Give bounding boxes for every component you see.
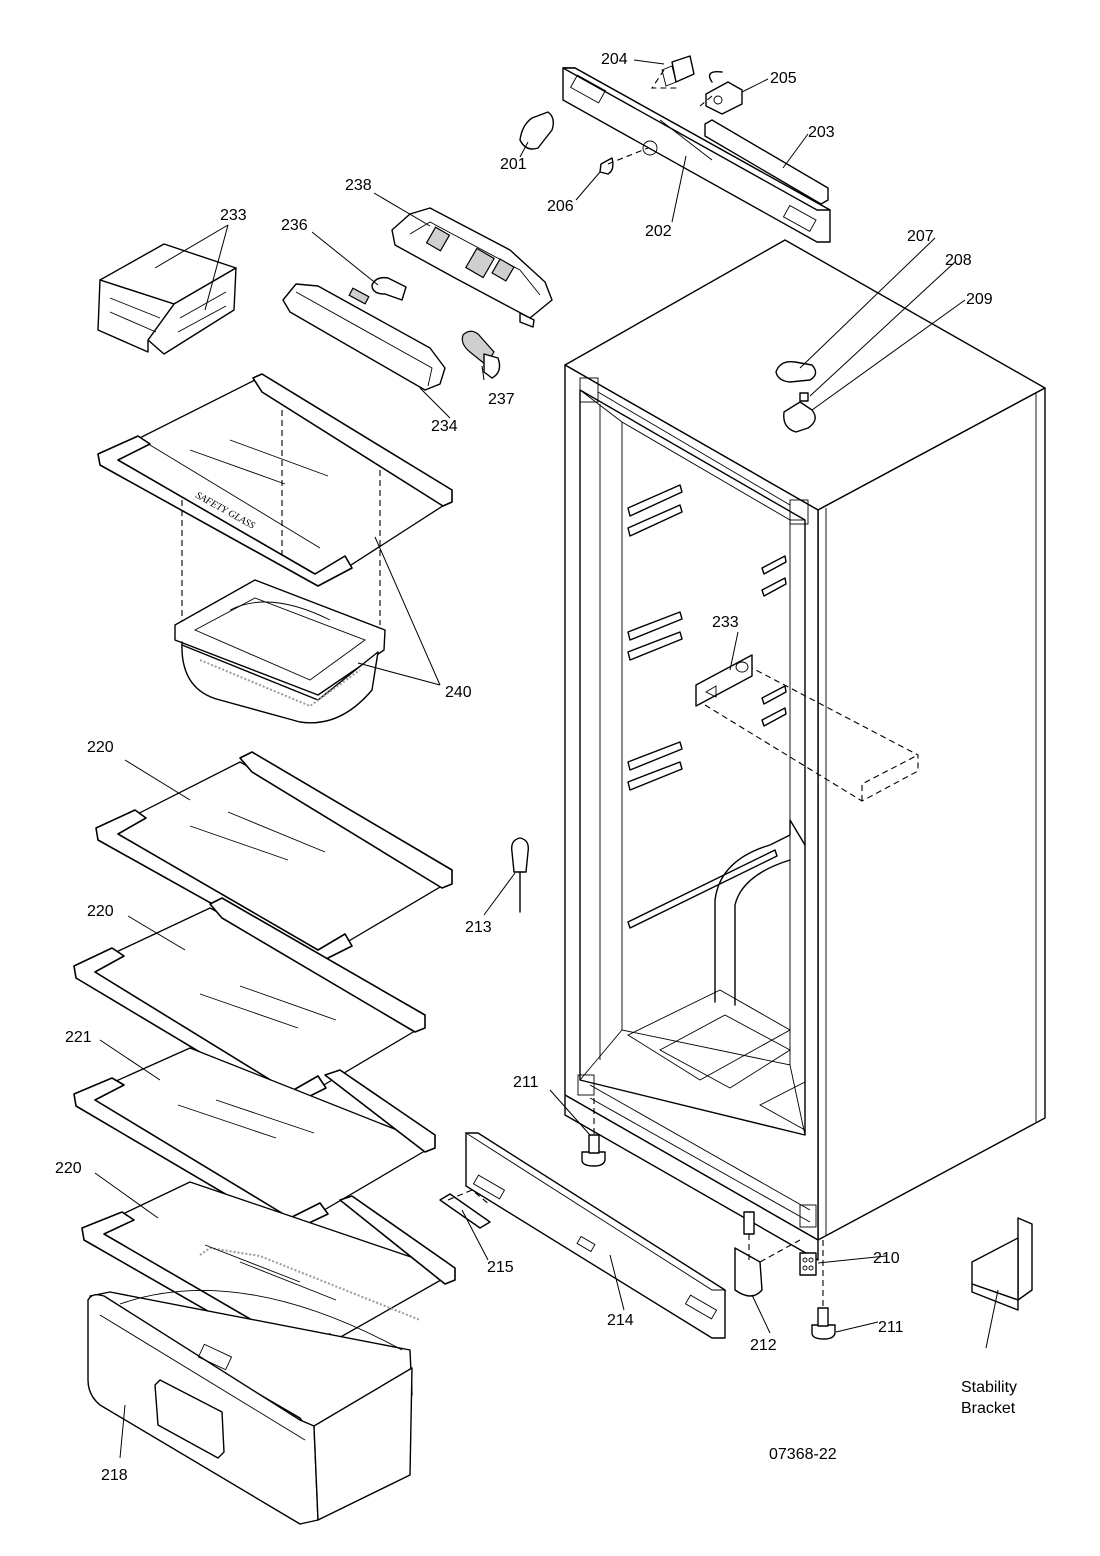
refrigerator-cabinet xyxy=(564,239,1046,1261)
callout-215: 215 xyxy=(487,1259,514,1276)
top-fasteners xyxy=(775,361,817,433)
callout-234: 234 xyxy=(431,418,458,435)
callout-labels: 204 205 203 201 206 202 207 208 209 238 … xyxy=(55,51,1017,1484)
crisper-drawer xyxy=(87,1289,413,1525)
callout-212: 212 xyxy=(750,1337,777,1354)
mounting-plate xyxy=(695,654,919,802)
callout-220-shelf3: 221 xyxy=(65,1029,92,1046)
light-bulbs xyxy=(371,276,501,379)
light-socket-pin xyxy=(510,837,530,913)
callout-leader-lines xyxy=(94,59,999,1459)
callout-237: 233 xyxy=(712,614,739,631)
toe-grille xyxy=(439,1132,727,1339)
glass-shelf-1 xyxy=(95,751,453,964)
stability-bracket-label-line1: Stability xyxy=(961,1379,1017,1396)
light-housing-assembly xyxy=(391,207,553,328)
callout-220-shelf1: 220 xyxy=(87,739,114,756)
callout-216: 218 xyxy=(101,1467,128,1484)
light-shield xyxy=(282,283,446,391)
callout-210: 210 xyxy=(873,1250,900,1267)
callout-214: 214 xyxy=(607,1312,634,1329)
callout-220-shelf2: 220 xyxy=(87,903,114,920)
drawing-number: 07368-22 xyxy=(769,1446,837,1463)
leveling-feet-and-hinge xyxy=(581,1098,836,1340)
callout-213: 213 xyxy=(465,919,492,936)
stability-bracket xyxy=(971,1217,1033,1311)
top-trim-assembly xyxy=(519,55,831,243)
callout-211-left: 211 xyxy=(513,1074,539,1091)
callout-207: 207 xyxy=(907,228,934,245)
callout-233-bottom: 237 xyxy=(488,391,515,408)
glass-shelf-3 xyxy=(73,1047,436,1233)
glass-shelf-2 xyxy=(73,897,426,1107)
dairy-compartment xyxy=(97,243,237,355)
callout-205: 205 xyxy=(770,70,797,87)
callout-218: 220 xyxy=(55,1160,82,1177)
crisper-cover xyxy=(81,1181,456,1365)
callout-204: 204 xyxy=(601,51,628,68)
callout-209: 209 xyxy=(966,291,993,308)
callout-201: 201 xyxy=(500,156,527,173)
callout-202: 202 xyxy=(645,223,672,240)
callout-233-top: 236 xyxy=(281,217,308,234)
callout-206: 206 xyxy=(547,198,574,215)
stability-bracket-label-line2: Bracket xyxy=(961,1400,1016,1417)
callout-211-right: 211 xyxy=(878,1319,904,1336)
callout-236: 238 xyxy=(345,177,372,194)
shelf-with-snack-pan: SAFETY GLASS xyxy=(97,373,453,724)
callout-221: 233 xyxy=(220,207,247,224)
callout-238: 240 xyxy=(445,684,472,701)
callout-203: 203 xyxy=(808,124,835,141)
callout-208: 208 xyxy=(945,252,972,269)
